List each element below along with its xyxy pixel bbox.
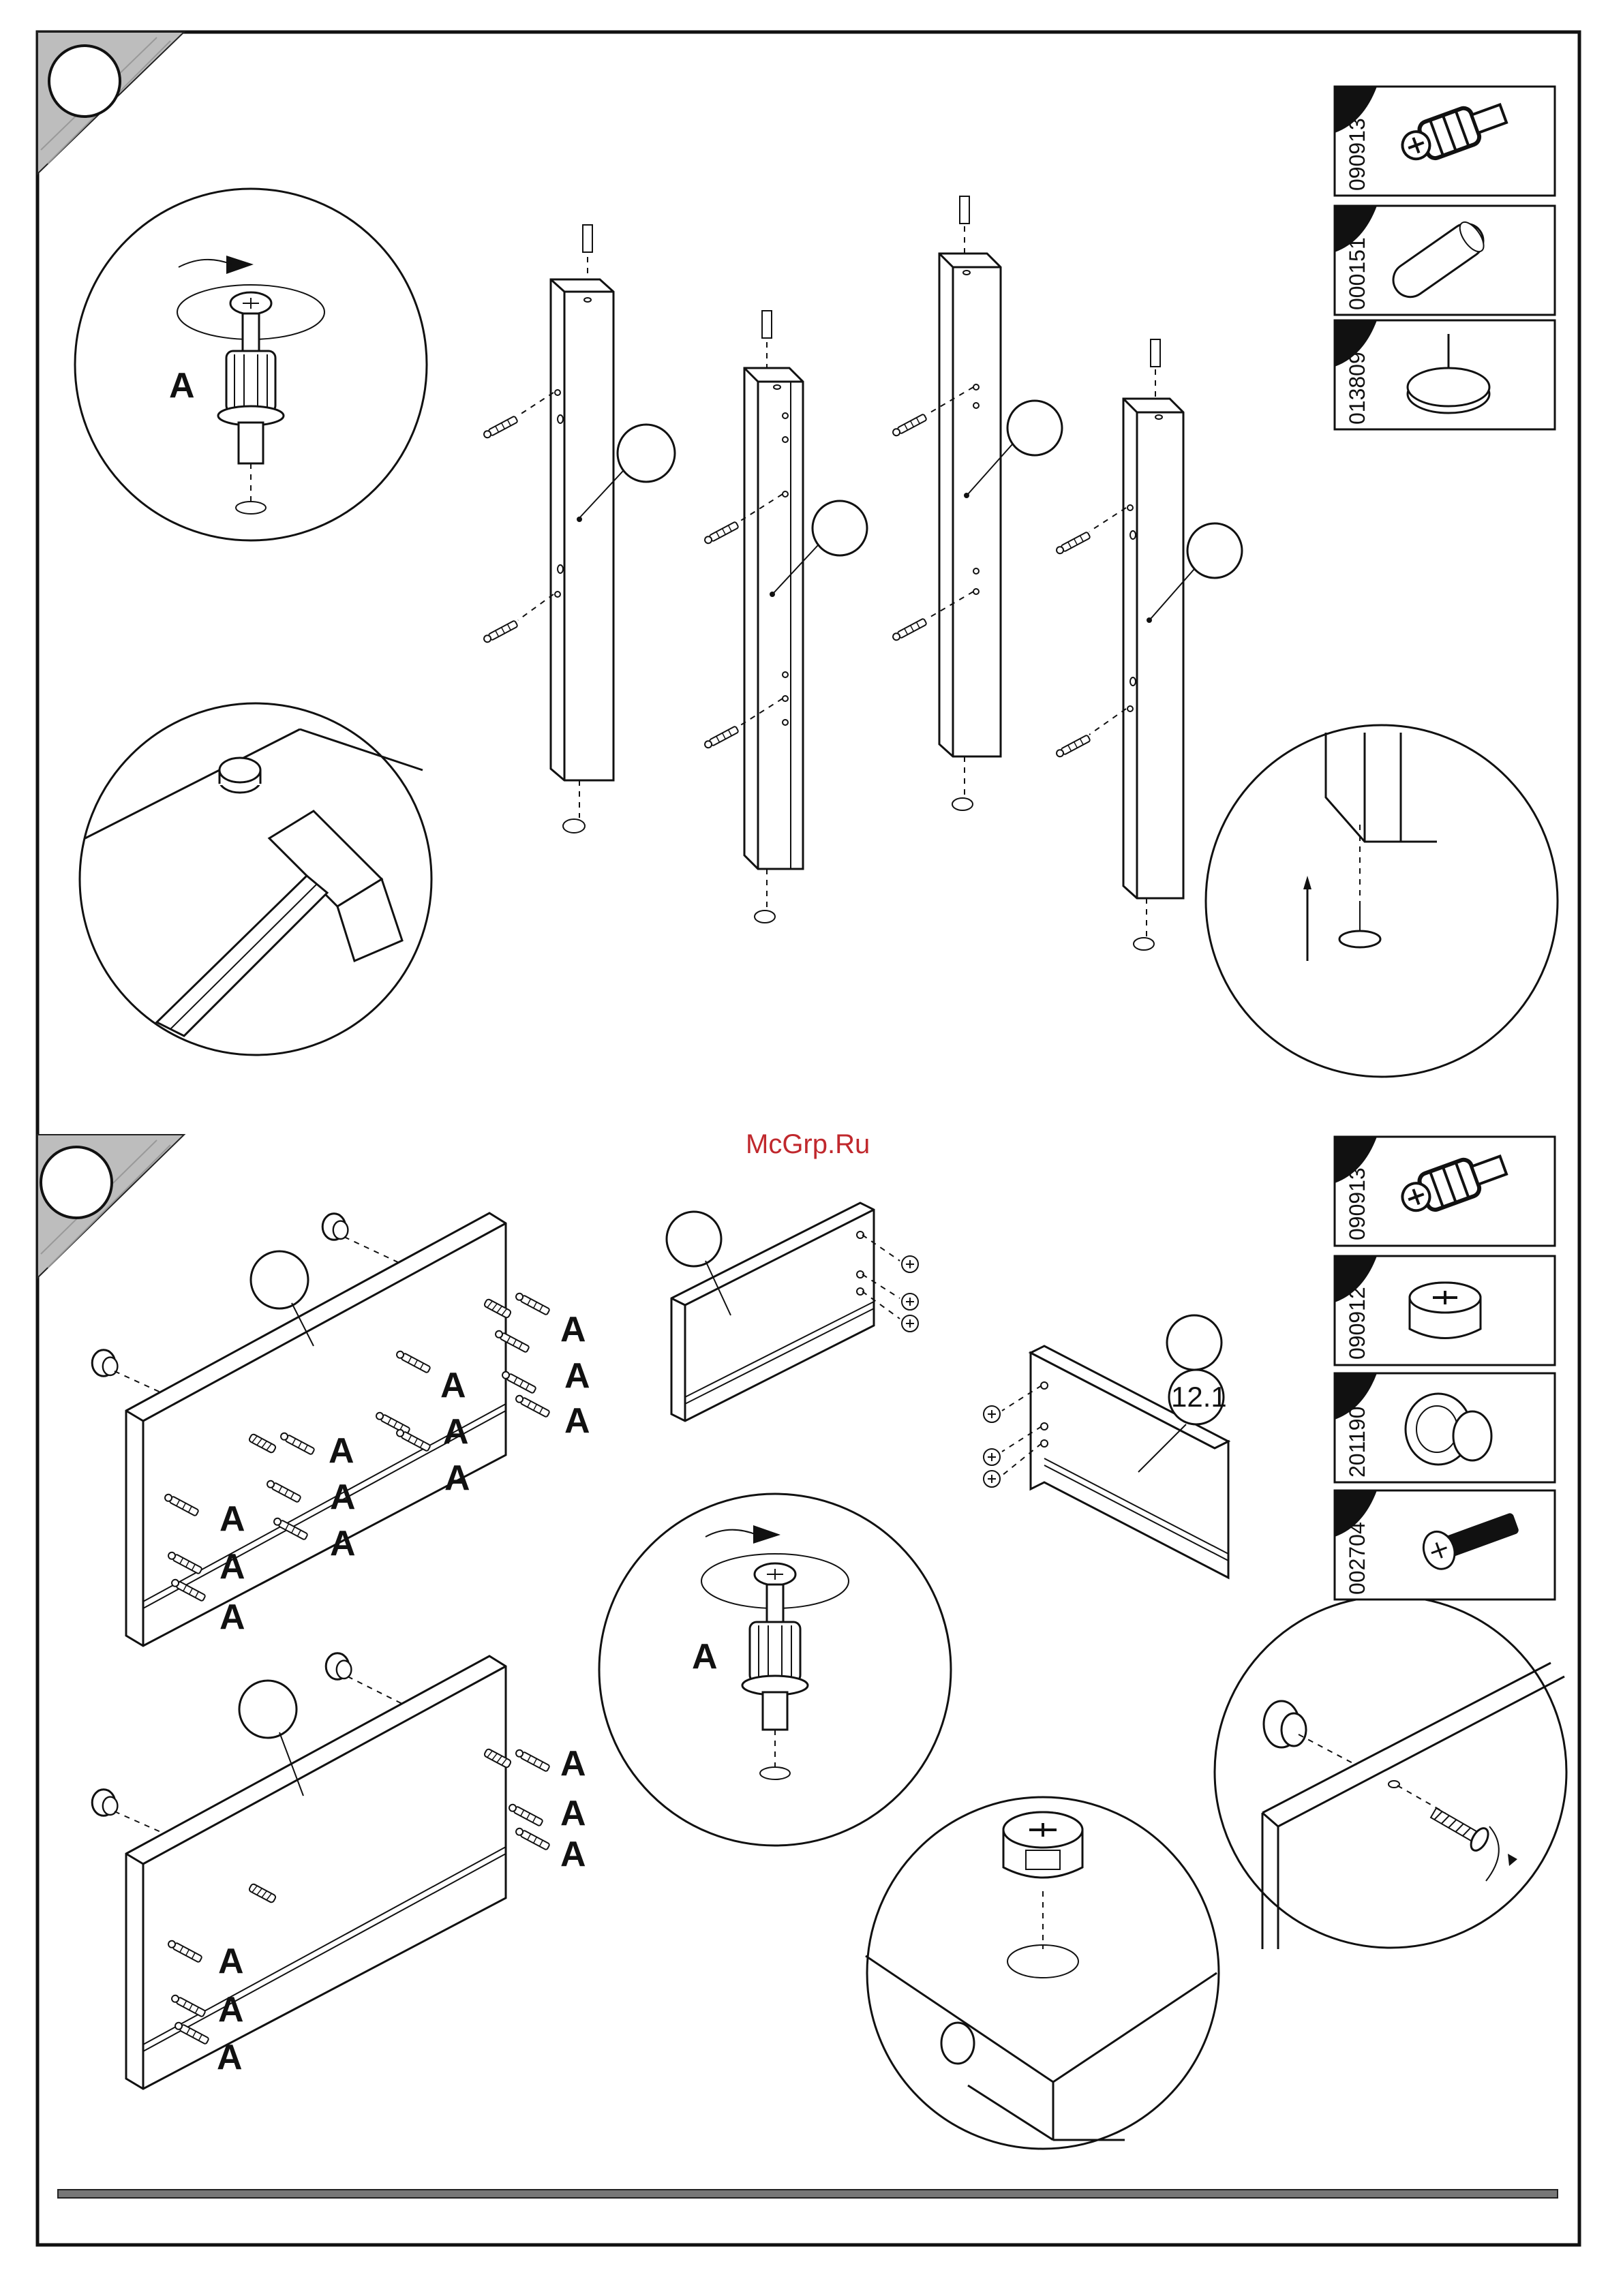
side-panel-lower	[92, 1653, 550, 2089]
post-1	[483, 225, 675, 833]
fitting-label-a: A	[169, 366, 195, 405]
detail-floor-glide	[1206, 725, 1558, 1077]
cam-lock-icon	[1410, 1283, 1481, 1338]
panel-number-badge: 12.1	[1169, 1370, 1227, 1424]
fitting-label-a: A	[329, 1431, 354, 1471]
detail-cam-dowel-insertion-2: A	[599, 1494, 951, 1846]
part-code-090913: 090913	[1345, 1167, 1369, 1240]
step1-parts-legend: 090913 000151 013809	[1335, 87, 1555, 429]
detail-hammer-dowel	[80, 703, 431, 1055]
panel-number: 12.1	[1171, 1381, 1227, 1413]
part-code-000151: 000151	[1345, 237, 1369, 310]
cam-lock-icon	[1003, 1812, 1082, 1878]
fitting-label-a: A	[330, 1478, 356, 1517]
fitting-label-a: A	[218, 1990, 244, 2030]
part-code-090913: 090913	[1345, 118, 1369, 191]
fitting-label-a: A	[560, 1744, 586, 1784]
back-panel-left	[667, 1203, 918, 1421]
post-3	[892, 196, 1062, 810]
part-code-002704: 002704	[1345, 1522, 1369, 1595]
fitting-label-a: A	[560, 1835, 586, 1874]
back-panel-right: 12.1	[984, 1315, 1228, 1578]
step2-parts-legend: 090913 090912 201190 002704	[1335, 1137, 1555, 1599]
fitting-label-a: A	[564, 1401, 590, 1441]
side-panel-upper	[92, 1213, 550, 1646]
fitting-label-a: A	[564, 1356, 590, 1396]
fitting-label-a: A	[560, 1310, 586, 1349]
fitting-label-a: A	[218, 1942, 244, 1981]
part-code-090912: 090912	[1345, 1287, 1369, 1360]
step1-badge	[37, 32, 184, 174]
part-code-201190: 201190	[1345, 1407, 1369, 1478]
fitting-label-a: A	[219, 1597, 245, 1637]
fitting-label-a: A	[560, 1794, 586, 1833]
fitting-label-a: A	[219, 1499, 245, 1539]
fitting-label-a: A	[440, 1366, 466, 1405]
fitting-label-a: A	[692, 1637, 718, 1677]
fitting-label-a: A	[217, 2038, 243, 2077]
fitting-label-a: A	[330, 1524, 356, 1563]
fitting-label-a: A	[443, 1412, 469, 1452]
watermark: McGrp.Ru	[746, 1129, 870, 1159]
detail-cam-lock	[866, 1797, 1219, 2149]
detail-cam-dowel-insertion: A	[75, 189, 427, 540]
fitting-label-a: A	[444, 1458, 470, 1498]
detail-knob-screw	[1215, 1596, 1566, 1949]
part-code-013809: 013809	[1345, 352, 1369, 425]
fitting-label-a: A	[219, 1547, 245, 1587]
step2-badge	[37, 1135, 184, 1278]
bottom-rule	[58, 2190, 1558, 2198]
post-2	[703, 311, 867, 923]
